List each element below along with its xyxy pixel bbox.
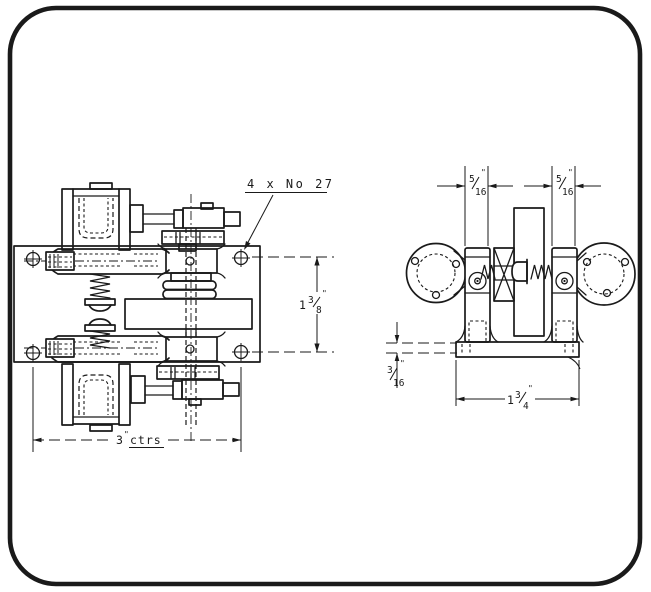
valve-springs (84, 273, 116, 349)
dim-text: " (568, 168, 573, 177)
top-port-block (24, 248, 170, 275)
base-corner-leader (567, 356, 581, 370)
dim-text: 8 (316, 305, 322, 316)
dim-text: " (481, 168, 486, 177)
shaft-nut (511, 258, 528, 285)
dim-text: " (528, 384, 533, 393)
dim-centres: 3 " ctrs (32, 367, 242, 452)
bottom-crank-web (157, 331, 226, 367)
dim-text: 5 (556, 174, 562, 185)
right-cylinder-end (572, 242, 636, 306)
bottom-cylinder (61, 363, 131, 432)
dim-base-thickness: 3 16 " (386, 322, 457, 389)
mounting-hole (24, 250, 42, 268)
pulley-edge (493, 247, 515, 302)
dim-right-column: 5 16 " (524, 166, 601, 246)
bottom-valve-gear (130, 365, 240, 406)
dim-text: 3 (116, 433, 123, 447)
top-valve-gear (129, 202, 241, 252)
dimensions: 4 x No 27 1 3 8 " 3 (32, 166, 601, 452)
pedestal-base (455, 325, 584, 370)
dim-text: " (124, 430, 129, 439)
trunnion-bracket (453, 250, 466, 296)
dim-text: 1 (299, 298, 306, 312)
pivot-bolt (468, 271, 487, 291)
hole-callout-label: 4 x No 27 (247, 177, 335, 191)
shaft-spring-right (530, 264, 553, 280)
dim-text: 4 (523, 401, 529, 412)
hole-callout: 4 x No 27 (244, 177, 335, 250)
top-crank-web (157, 243, 226, 279)
bottom-port-block (24, 335, 170, 363)
right-column (551, 247, 578, 343)
dim-left-column: 5 16 " (437, 166, 513, 246)
dim-text: 3 (308, 295, 314, 306)
flywheel (124, 298, 253, 338)
dim-text: 5 (469, 174, 475, 185)
pulley (162, 272, 217, 300)
end-view (405, 207, 636, 370)
dim-base-width: 1 3 4 " (455, 360, 580, 412)
dim-plate-vertical: 1 3 8 " (252, 256, 334, 353)
left-column (464, 247, 491, 343)
steam-pipe-stub (45, 251, 75, 271)
dim-text: 16 (393, 378, 405, 389)
mounting-hole (24, 344, 42, 362)
mounting-hole (232, 343, 250, 361)
plan-view (13, 182, 261, 444)
pivot-bolt (555, 271, 574, 291)
dim-text: 3 (515, 390, 521, 401)
dim-text: " (400, 359, 405, 368)
mounting-hole (232, 249, 250, 267)
trunnion-bracket (576, 252, 587, 296)
dim-text: 16 (475, 187, 487, 198)
dim-text: 3 (387, 365, 393, 376)
dim-text: ctrs (130, 433, 162, 447)
steam-pipe-stub (45, 338, 75, 358)
drawing-border (7, 5, 643, 587)
left-cylinder-end (405, 242, 467, 304)
dim-text: " (322, 289, 327, 298)
dim-text: 16 (562, 187, 574, 198)
shaft-spring-left (480, 264, 496, 280)
dim-text: 1 (507, 393, 514, 407)
top-cylinder (61, 182, 131, 251)
